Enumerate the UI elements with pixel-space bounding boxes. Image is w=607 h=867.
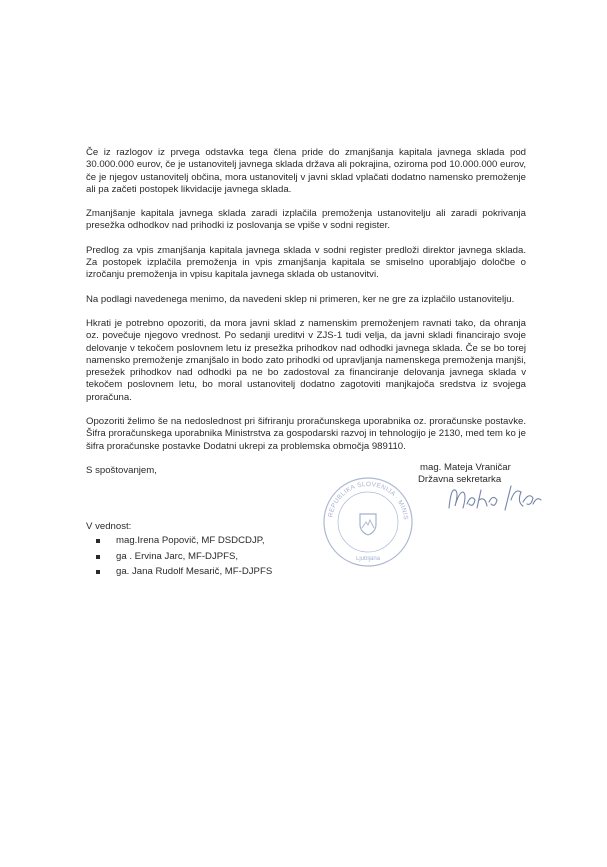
bullet-icon [96, 569, 100, 574]
cc-list-item: ga . Ervina Jarc, MF-DJPFS, [86, 551, 272, 563]
cc-list-item: mag.Irena Popovič, MF DSDCDJP, [86, 535, 272, 547]
paragraph-4: Na podlagi navedenega menimo, da naveden… [86, 293, 515, 305]
cc-list-item: ga. Jana Rudolf Mesarič, MF-DJPFS [86, 566, 272, 578]
svg-text:Ljubljana: Ljubljana [356, 556, 381, 562]
cc-heading: V vednost: [86, 521, 132, 532]
paragraph-3: Predlog za vpis zmanjšanja kapitala javn… [86, 244, 526, 281]
bullet-icon [96, 539, 100, 544]
signatory-title: Državna sekretarka [418, 474, 502, 486]
paragraph-1: Če iz razlogov iz prvega odstavka tega č… [86, 147, 526, 195]
closing-salutation: S spoštovanjem, [86, 464, 157, 476]
cc-recipient: ga. Jana Rudolf Mesarič, MF-DJPFS [116, 565, 273, 577]
paragraph-2: Zmanjšanje kapitala javnega sklada zarad… [86, 208, 526, 232]
handwritten-signature [448, 485, 542, 511]
cc-list: mag.Irena Popovič, MF DSDCDJP, ga . Ervi… [86, 535, 272, 578]
bullet-icon [96, 554, 100, 559]
coat-of-arms-icon [359, 513, 377, 536]
cc-recipient: mag.Irena Popovič, MF DSDCDJP, [116, 535, 265, 547]
cc-block: V vednost: mag.Irena Popovič, MF DSDCDJP… [86, 521, 272, 581]
svg-text:REPUBLIKA SLOVENIJA · MINISTRS: REPUBLIKA SLOVENIJA · MINISTRSTVO ZA FIN… [318, 470, 409, 520]
letter-body: Če iz razlogov iz prvega odstavka tega č… [86, 147, 526, 489]
cc-recipient: ga . Ervina Jarc, MF-DJPFS, [116, 550, 239, 562]
signatory-name: mag. Mateja Vraničar [420, 462, 511, 473]
official-seal-stamp: REPUBLIKA SLOVENIJA · MINISTRSTVO ZA FIN… [318, 470, 413, 567]
paragraph-6: Opozoriti želimo še na nedoslednost pri … [86, 416, 526, 452]
paragraph-5: Hkrati je potrebno opozoriti, da mora ja… [86, 317, 526, 403]
signature-block: mag. Mateja Vraničar Državna sekretarka [418, 462, 511, 487]
